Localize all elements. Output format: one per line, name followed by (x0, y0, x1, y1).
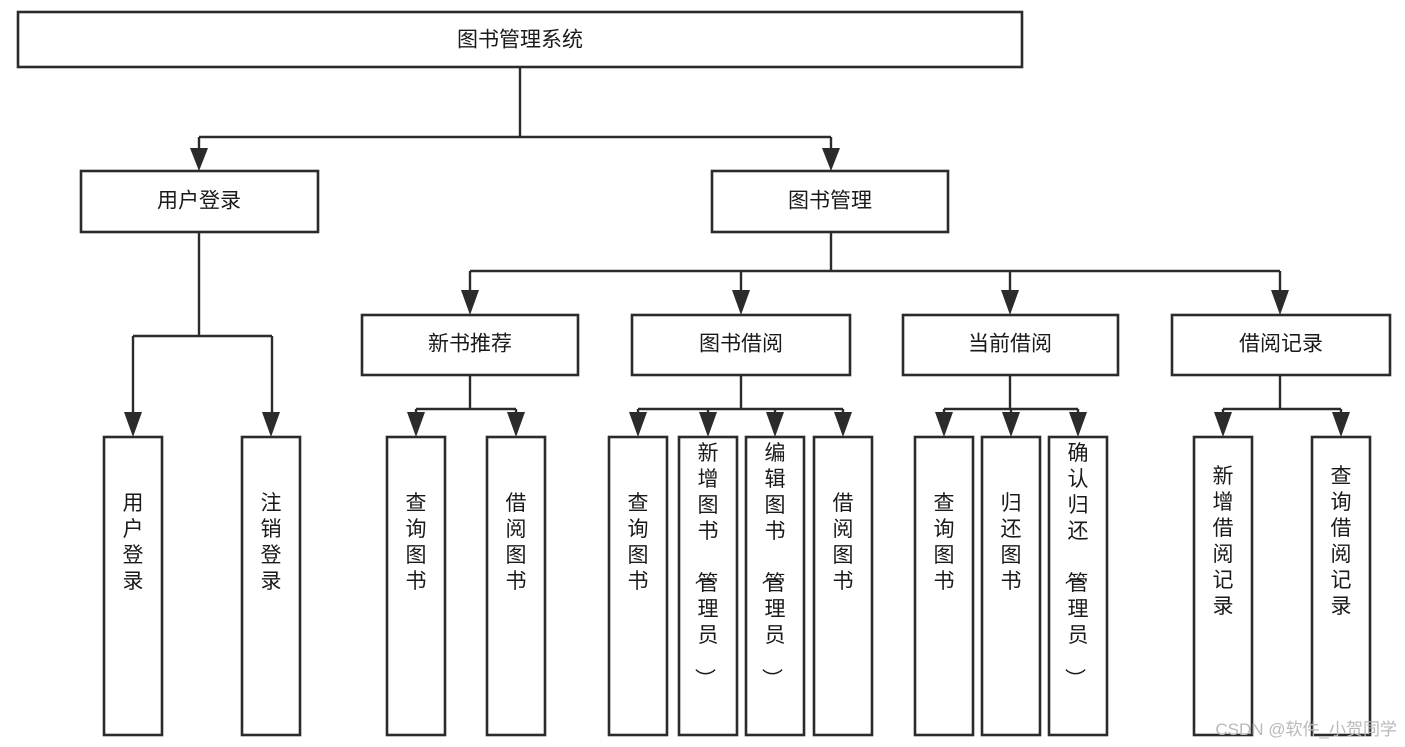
arrow-head-to-leaf-query-book-2 (629, 412, 647, 437)
connector-root-to-level1 (197, 67, 833, 160)
node-leaf-confirm-return-box[interactable] (1047, 435, 1109, 737)
node-leaf-query-book-3-box[interactable] (913, 435, 975, 737)
node-leaf-add-book-box[interactable] (677, 435, 739, 737)
arrow-head-to-leaf-borrow-book-1 (507, 412, 525, 437)
node-leaf-query-book-1-box[interactable] (385, 435, 447, 737)
node-current-borrow-label: 当前借阅 (968, 333, 1052, 356)
node-book-manage-box[interactable] (710, 169, 950, 234)
node-current-borrow-box[interactable] (901, 313, 1120, 377)
node-leaf-query-book-3[interactable]: 查询图书 (913, 435, 975, 737)
connector-new-book-recommend-to-leaves (414, 375, 518, 425)
node-leaf-confirm-return[interactable]: 确认归还（管理员） (1047, 435, 1109, 737)
arrow-head-to-leaf-add-book (699, 412, 717, 437)
node-root-box[interactable] (16, 10, 1024, 69)
arrow-head-to-leaf-borrow-book-2 (834, 412, 852, 437)
node-leaf-query-book-2[interactable]: 查询图书 (607, 435, 669, 737)
arrow-head-to-current-borrow (1001, 290, 1019, 315)
node-new-book-recommend-label: 新书推荐 (428, 333, 512, 356)
node-leaf-confirm-return-label: 确认归还（管理员） (1063, 442, 1089, 689)
node-book-borrow-label: 图书借阅 (699, 333, 783, 356)
node-borrow-record-label: 借阅记录 (1239, 333, 1323, 356)
node-leaf-borrow-book-2-label: 借阅图书 (833, 492, 854, 593)
node-new-book-recommend[interactable]: 新书推荐 (360, 313, 580, 377)
node-borrow-record-box[interactable] (1170, 313, 1392, 377)
node-leaf-user-login-box[interactable] (102, 435, 164, 737)
node-leaf-edit-book-label: 编辑图书（管理员） (760, 442, 786, 689)
node-leaf-add-record-box[interactable] (1192, 435, 1254, 737)
arrow-head-to-new-book-recommend (461, 290, 479, 315)
arrow-head-to-leaf-return-book (1002, 412, 1020, 437)
node-leaf-query-book-2-box[interactable] (607, 435, 669, 737)
connector-book-manage-to-level2 (468, 232, 1282, 300)
node-leaf-query-record[interactable]: 查询借阅记录 (1310, 435, 1372, 737)
arrow-head-to-book-borrow (732, 290, 750, 315)
node-book-manage[interactable]: 图书管理 (710, 169, 950, 234)
node-book-manage-label: 图书管理 (788, 190, 872, 213)
node-current-borrow[interactable]: 当前借阅 (901, 313, 1120, 377)
arrow-head-to-leaf-confirm-return (1069, 412, 1087, 437)
node-user-login[interactable]: 用户登录 (79, 169, 320, 234)
arrow-head-to-leaf-query-book-1 (407, 412, 425, 437)
node-leaf-query-book-1-label: 查询图书 (406, 492, 427, 593)
node-leaf-add-record-label: 新增借阅记录 (1213, 465, 1234, 618)
arrow-head-to-book-manage (822, 148, 840, 171)
node-leaf-add-book-label: 新增图书（管理员） (693, 442, 719, 689)
node-leaf-return-book-label: 归还图书 (1001, 492, 1022, 593)
node-leaf-logout-box[interactable] (240, 435, 302, 737)
arrow-head-to-leaf-query-record (1332, 412, 1350, 437)
node-leaf-edit-book[interactable]: 编辑图书（管理员） (744, 435, 806, 737)
arrow-head-to-leaf-logout (262, 412, 280, 437)
node-leaf-query-book-2-label: 查询图书 (628, 492, 649, 593)
node-user-login-box[interactable] (79, 169, 320, 234)
arrow-head-to-leaf-user-login (124, 412, 142, 437)
node-leaf-user-login-label: 用户登录 (123, 492, 144, 593)
node-leaf-borrow-book-1[interactable]: 借阅图书 (485, 435, 547, 737)
node-leaf-logout[interactable]: 注销登录 (240, 435, 302, 737)
node-new-book-recommend-box[interactable] (360, 313, 580, 377)
arrow-head-to-leaf-add-record (1214, 412, 1232, 437)
node-book-borrow[interactable]: 图书借阅 (630, 313, 852, 377)
node-leaf-query-book-1[interactable]: 查询图书 (385, 435, 447, 737)
connector-book-borrow-to-leaves (636, 375, 845, 425)
node-root-label: 图书管理系统 (457, 29, 583, 52)
connector-user-login-to-leaves (131, 232, 274, 425)
node-leaf-borrow-book-2-box[interactable] (812, 435, 874, 737)
node-leaf-query-record-box[interactable] (1310, 435, 1372, 737)
node-leaf-borrow-book-1-box[interactable] (485, 435, 547, 737)
node-leaf-borrow-book-1-label: 借阅图书 (506, 492, 527, 593)
node-leaf-return-book[interactable]: 归还图书 (980, 435, 1042, 737)
arrow-head-to-leaf-edit-book (766, 412, 784, 437)
leaf-node-group: 用户登录 注销登录 查询图书 借阅图书 查询图书 新增图书（管理员） (102, 435, 1372, 737)
node-leaf-logout-label: 注销登录 (261, 492, 282, 593)
node-leaf-add-record[interactable]: 新增借阅记录 (1192, 435, 1254, 737)
arrow-head-to-user-login (190, 148, 208, 171)
node-leaf-add-book[interactable]: 新增图书（管理员） (677, 435, 739, 737)
node-user-login-label: 用户登录 (157, 190, 241, 213)
csdn-watermark: CSDN @软件_小贺同学 (1215, 720, 1397, 739)
node-leaf-query-book-3-label: 查询图书 (934, 492, 955, 593)
node-book-borrow-box[interactable] (630, 313, 852, 377)
node-leaf-return-book-box[interactable] (980, 435, 1042, 737)
arrow-head-to-borrow-record (1271, 290, 1289, 315)
connector-borrow-record-to-leaves (1221, 375, 1343, 425)
connector-layer (124, 67, 1350, 437)
node-root[interactable]: 图书管理系统 (16, 10, 1024, 69)
node-leaf-query-record-label: 查询借阅记录 (1331, 465, 1352, 618)
node-leaf-edit-book-box[interactable] (744, 435, 806, 737)
node-borrow-record[interactable]: 借阅记录 (1170, 313, 1392, 377)
arrow-head-to-leaf-query-book-3 (935, 412, 953, 437)
node-leaf-borrow-book-2[interactable]: 借阅图书 (812, 435, 874, 737)
node-leaf-user-login[interactable]: 用户登录 (102, 435, 164, 737)
